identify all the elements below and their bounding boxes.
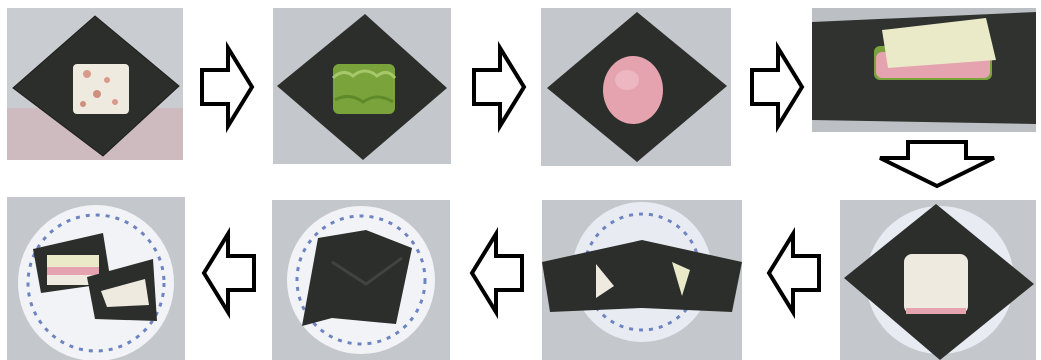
step-2-photo	[273, 8, 451, 164]
folding-sides-photo	[542, 200, 742, 360]
step-8-photo	[7, 197, 185, 360]
arrow-right-icon	[198, 44, 256, 130]
step-7-photo	[272, 200, 450, 360]
ham-slice-photo	[541, 8, 731, 166]
arrow-left-icon	[765, 230, 823, 316]
step-5-photo	[840, 200, 1036, 360]
step-1-photo	[7, 8, 183, 160]
arrow-left-icon	[200, 230, 258, 316]
step-3-photo	[541, 8, 731, 166]
seaweed-with-rice-photo	[7, 8, 183, 160]
arrow-left-icon	[468, 230, 526, 316]
step-4-photo	[812, 8, 1036, 132]
lettuce-layer-photo	[273, 8, 451, 164]
cut-onigirazu-photo	[7, 197, 185, 360]
cheese-slice-photo	[812, 8, 1036, 132]
rice-top-layer-photo	[840, 200, 1036, 360]
arrow-right-icon	[748, 44, 806, 130]
step-6-photo	[542, 200, 742, 360]
arrow-down-icon	[876, 138, 998, 190]
arrow-right-icon	[470, 44, 528, 130]
wrapped-onigirazu-photo	[272, 200, 450, 360]
